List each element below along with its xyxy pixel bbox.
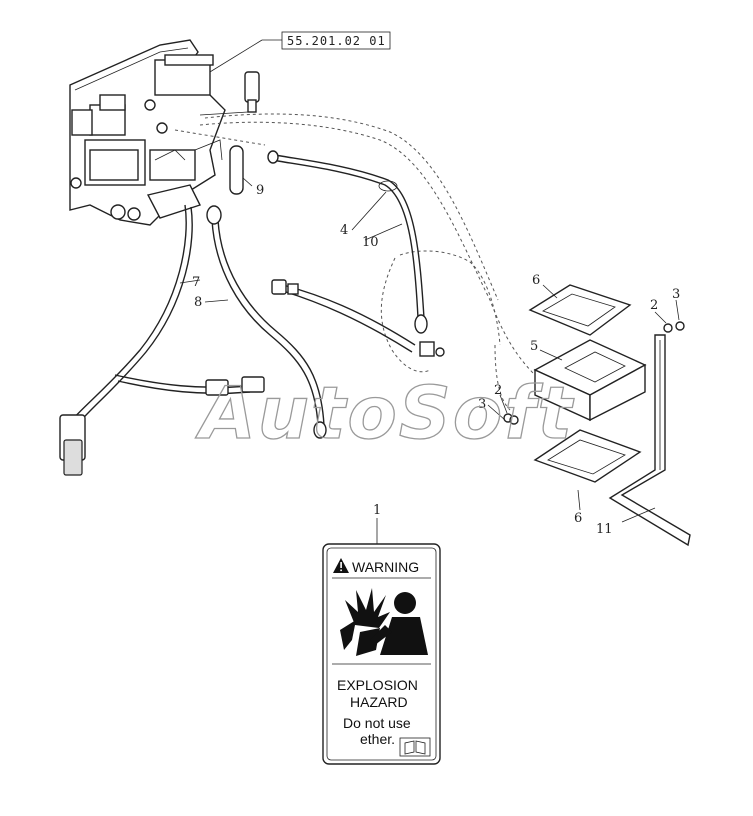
decal-line-2: HAZARD	[350, 694, 408, 710]
watermark: AutoSoft	[195, 371, 575, 455]
dashed-harness	[174, 113, 536, 411]
callout-1: 1	[373, 503, 381, 518]
hardware-2-3	[487, 299, 685, 425]
part-8-cable	[204, 205, 327, 439]
callout-4: 4	[340, 223, 348, 238]
part-6-lower-gasket	[533, 429, 642, 511]
callout-7: 7	[192, 275, 200, 290]
warning-triangle-icon	[333, 558, 349, 573]
callout-5: 5	[530, 339, 538, 354]
callout-2-right: 2	[650, 298, 658, 313]
callout-3-right: 3	[672, 287, 680, 302]
reference-number: 55.201.02 01	[287, 34, 386, 48]
decal-line-1: EXPLOSION	[337, 677, 418, 693]
part-11-ground-strap	[608, 334, 691, 547]
reference-box: 55.201.02 01	[204, 31, 391, 76]
sensor-harness	[271, 279, 445, 357]
callout-6-upper: 6	[532, 273, 540, 288]
part-6-upper-gasket	[528, 284, 632, 336]
callout-2-left: 2	[494, 383, 502, 398]
callout-9: 9	[256, 183, 264, 198]
fuse-relay-panel	[69, 39, 260, 226]
part-5-cover-box	[533, 339, 647, 422]
part-10-cable	[267, 150, 428, 334]
part-7-cable	[59, 204, 265, 476]
decal-line-4: ether.	[360, 731, 395, 747]
decal-header: WARNING	[352, 559, 419, 575]
callout-11: 11	[596, 522, 613, 537]
callout-6-lower: 6	[574, 511, 582, 526]
manual-icon	[399, 737, 431, 757]
callout-3-left: 3	[478, 397, 486, 412]
part-9-link	[229, 145, 253, 195]
explosion-icon	[340, 588, 428, 656]
callout-10: 10	[362, 235, 379, 250]
decal-line-3: Do not use	[343, 715, 411, 731]
callout-8: 8	[194, 295, 202, 310]
warning-decal: WARNING EXPLOSION HAZARD Do not use ethe…	[322, 543, 441, 765]
